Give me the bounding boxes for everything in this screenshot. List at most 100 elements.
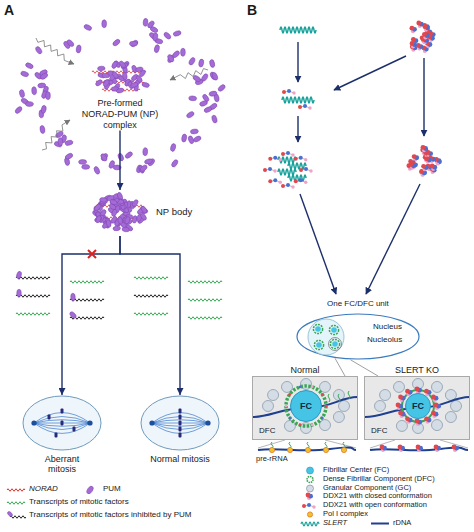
ddx21-closed (422, 32, 427, 37)
rna-strand (278, 157, 296, 163)
ddx21-open (308, 106, 311, 109)
pum-protein (99, 197, 107, 202)
pum-protein (38, 83, 46, 89)
pum-protein (129, 41, 137, 46)
legend-text: Granular Component (GC) (323, 484, 411, 493)
connector (351, 360, 378, 376)
pum-protein (144, 158, 153, 165)
rna-strand (7, 488, 25, 491)
ddx21-closed (423, 24, 428, 29)
pum-protein (69, 311, 77, 320)
mitosis-cell: Aberrant mitosis (22, 395, 102, 451)
ddx21-closed (416, 445, 421, 450)
nucleus-oval-drawing (314, 340, 323, 349)
ddx21-closed (421, 164, 428, 171)
ddx21-open (286, 151, 290, 155)
ddx21-closed (431, 411, 436, 416)
ddx21-closed (398, 445, 403, 450)
pol-i-complex (323, 447, 328, 452)
ddx21-open (299, 168, 303, 172)
complex-label: Pre-formed NORAD-PUM (NP) complex (80, 98, 160, 130)
legend-entry: NORAD (6, 484, 58, 494)
ddx21-closed (434, 403, 441, 410)
ddx21-closed (423, 24, 430, 31)
ddx21-open (282, 90, 286, 94)
ddx21-closed (396, 403, 401, 408)
ddx21-closed (405, 389, 410, 394)
ddx21-closed (421, 145, 426, 150)
zoom-box-drawing (311, 386, 314, 389)
ddx21-open (298, 104, 312, 110)
pum-protein (102, 20, 107, 28)
mitosis-cell-drawing (48, 415, 51, 420)
pum-protein (58, 138, 63, 146)
pum-protein (65, 139, 74, 146)
mitosis-cell-drawing (87, 420, 92, 425)
pum-protein (100, 153, 108, 162)
zoom-box-drawing (325, 405, 328, 408)
process-arrow (300, 194, 336, 294)
ddx21-closed (415, 419, 422, 426)
ddx21-closed (422, 32, 429, 39)
pum-protein (31, 87, 36, 95)
ddx21-open (281, 151, 295, 157)
pum-protein (106, 219, 112, 227)
legend-swatch (6, 485, 26, 494)
rna-strand (280, 27, 316, 33)
ddx21-open (299, 178, 303, 182)
mitosis-cell-drawing (140, 395, 220, 451)
fc-label: FC (412, 401, 424, 411)
rna-strand (188, 299, 222, 302)
pum-protein (124, 151, 133, 160)
pum-protein (19, 89, 25, 98)
legend-entry: rDNA (370, 519, 411, 528)
pol-i-complex (307, 512, 312, 517)
ddx21-closed (380, 445, 385, 450)
pum-protein (171, 159, 179, 168)
pum-protein (39, 72, 48, 80)
pum-protein (130, 82, 139, 89)
mitosis-cell-drawing (141, 396, 219, 450)
ddx21-closed (398, 395, 405, 402)
pum-protein (209, 59, 215, 68)
legend-swatch (300, 510, 320, 519)
ddx21-open (279, 181, 282, 184)
pum-protein (97, 66, 105, 71)
legend-swatch (307, 485, 314, 492)
ddx21-closed (431, 411, 438, 418)
pum-protein (217, 84, 226, 93)
ddx21-open (281, 184, 285, 188)
zoom-box-drawing (328, 394, 330, 402)
connector (62, 236, 120, 395)
ddx21-closed (452, 445, 459, 452)
nucleus-oval-drawing (297, 314, 419, 359)
ddx21-open (286, 183, 290, 187)
ddx21-closed (380, 445, 387, 452)
ddx21-open (294, 179, 298, 183)
pum-protein (116, 87, 124, 93)
ddx21-open (281, 152, 285, 156)
pum-protein (198, 59, 204, 68)
ddx21-open (268, 179, 272, 183)
legend-text: Pol I complex (323, 510, 368, 519)
legend-entry: SLERT (300, 519, 347, 528)
ddx21-open (303, 104, 307, 108)
ddx21-closed (410, 41, 417, 48)
granular-component (396, 420, 407, 431)
recruitment-arrow (42, 120, 70, 150)
zoom-box-drawing (286, 386, 326, 426)
ddx21-open (302, 504, 306, 508)
ddx21-closed (424, 389, 429, 394)
pum-protein (199, 100, 208, 107)
rna-strand (188, 317, 222, 320)
ddx21-closed (306, 493, 311, 498)
legend-swatch (300, 501, 320, 510)
pol-i-complex (305, 447, 310, 452)
zoom-box-drawing (289, 393, 292, 396)
legend-swatch (307, 476, 313, 482)
legend-text: PUM (103, 484, 121, 494)
pol-i-complex (269, 447, 274, 452)
mitosis-label: Aberrant mitosis (32, 454, 92, 475)
